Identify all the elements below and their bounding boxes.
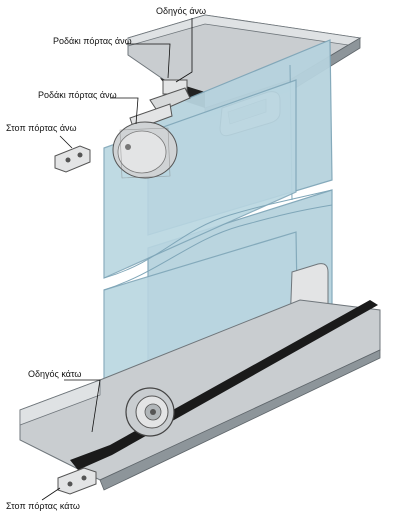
leader-top-roller-2 [110, 97, 139, 125]
leader-bottom-guide [64, 379, 101, 433]
label-bottom-guide: Οδηγός κάτω [28, 369, 82, 379]
bottom-roller-assembly [125, 387, 175, 437]
leader-top-stop [59, 135, 73, 149]
leader-bottom-stop [41, 487, 61, 501]
top-roller-assembly [112, 79, 191, 179]
label-top-roller-2: Ροδάκι πόρτας άνω [38, 90, 117, 100]
label-top-stop: Στοπ πόρτας άνω [6, 123, 77, 133]
leader-top-guide [175, 18, 193, 83]
leader-lines [41, 18, 193, 501]
bottom-stop-part [57, 467, 97, 495]
label-bottom-stop: Στοπ πόρτας κάτω [6, 501, 80, 511]
label-top-guide: Οδηγός άνω [156, 6, 207, 16]
top-stop-part [54, 145, 91, 173]
leader-top-roller-1 [126, 43, 171, 79]
label-top-roller-1: Ροδάκι πόρτας άνω [53, 36, 132, 46]
